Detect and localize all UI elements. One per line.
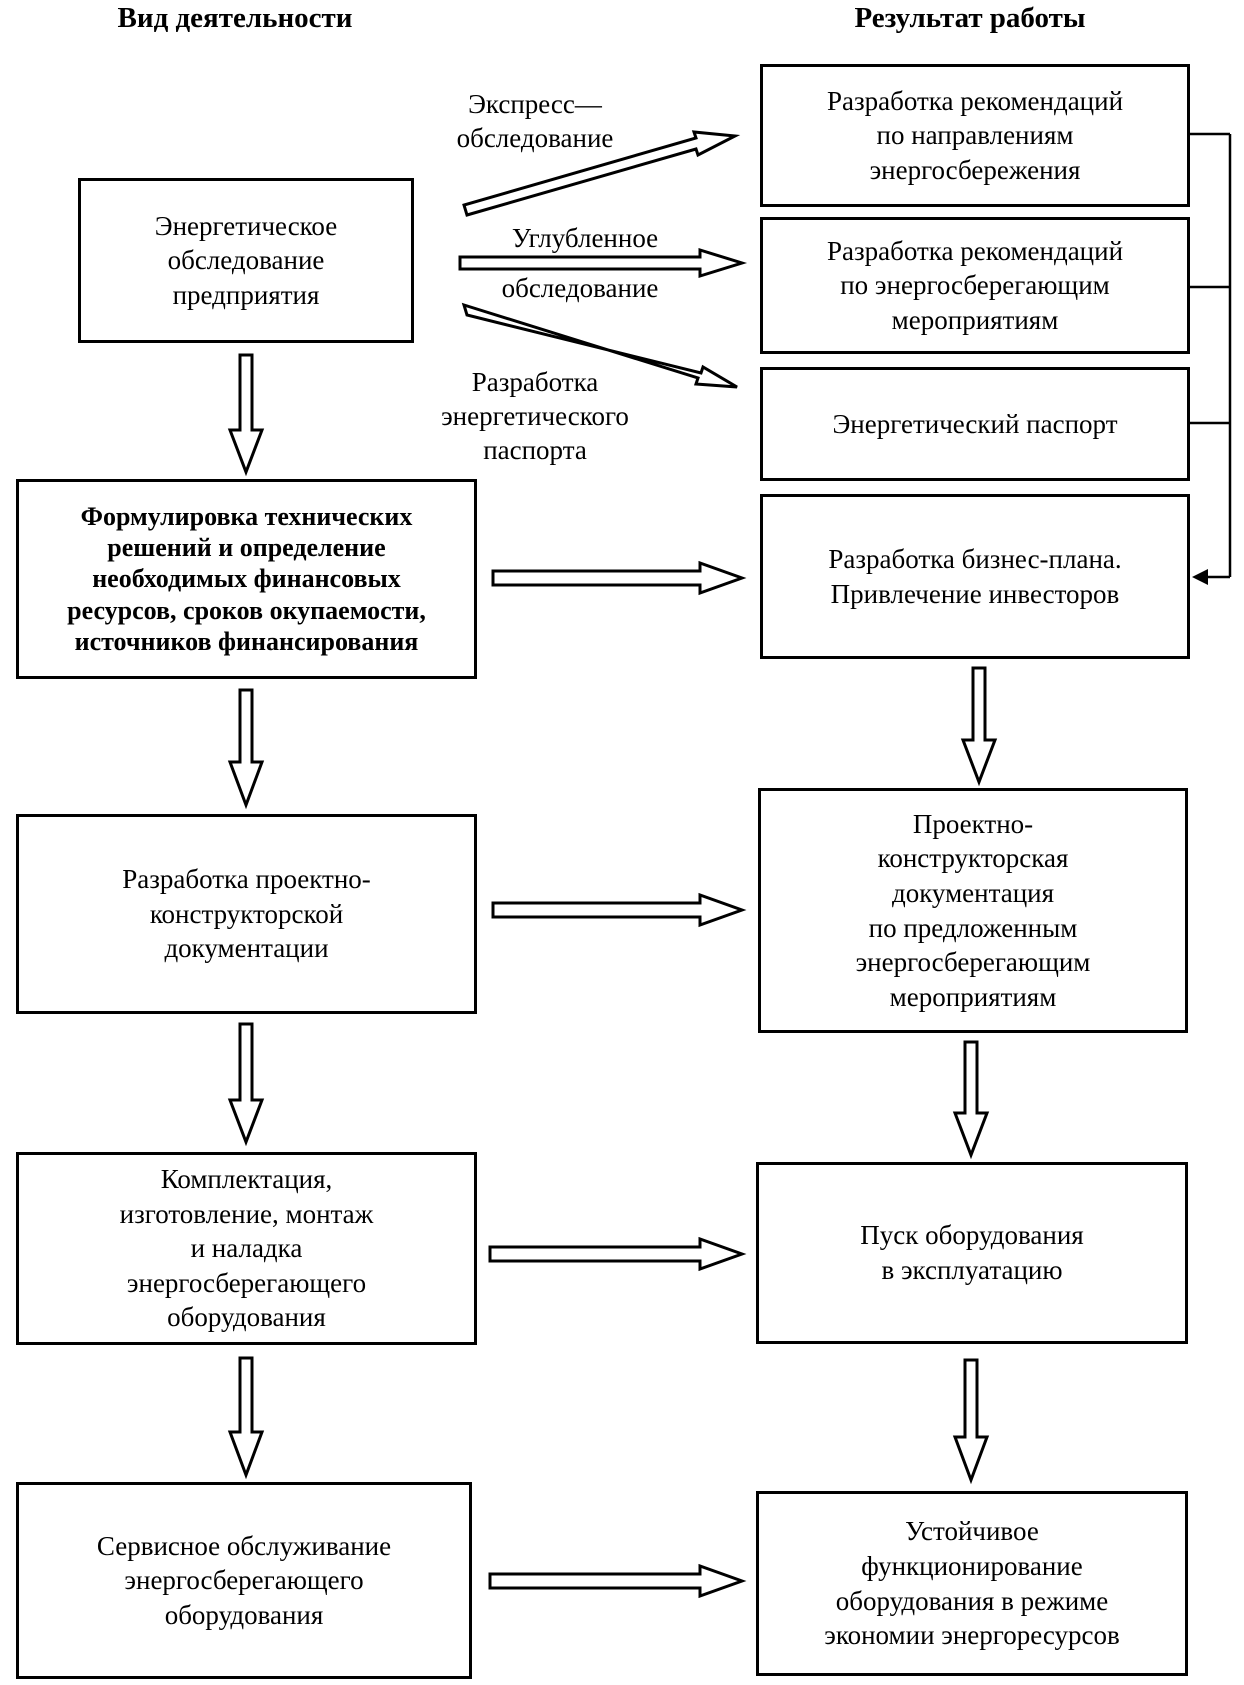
header-activity: Вид деятельности <box>117 2 353 34</box>
result-equipment-launch: Пуск оборудования в эксплуатацию <box>756 1162 1188 1344</box>
result-recommendations-measures: Разработка рекомендаций по энергосберега… <box>760 217 1190 354</box>
arrow-v-left-3 <box>227 1022 265 1147</box>
bracket-connector <box>1190 132 1232 579</box>
arrow-v-right-2 <box>952 1040 990 1160</box>
arrow-h4 <box>488 1563 747 1599</box>
arrow-h1 <box>491 560 747 596</box>
activity-energy-audit: Энергетическое обследование предприятия <box>78 178 414 343</box>
arrow-passport <box>461 302 738 389</box>
activity-technical-solutions: Формулировка технических решений и опред… <box>16 479 477 679</box>
arrow-v-right-3 <box>952 1358 990 1485</box>
result-design-documentation: Проектно- конструкторская документация п… <box>758 788 1188 1033</box>
arrow-deep-survey <box>458 247 748 279</box>
label-deep-survey-2: обследование <box>501 273 659 303</box>
arrow-express-survey <box>462 130 741 217</box>
activity-assembly-installation: Комплектация, изготовление, монтаж и нал… <box>16 1152 477 1345</box>
label-deep-survey-1: Углубленное <box>511 223 659 253</box>
activity-design-development: Разработка проектно- конструкторской док… <box>16 814 477 1014</box>
label-express-survey: Экспресс— обследование <box>456 89 614 153</box>
arrow-h3 <box>488 1236 747 1272</box>
arrow-v-left-4 <box>227 1356 265 1480</box>
arrow-v-left-1 <box>227 353 265 477</box>
bracket-arrowhead <box>1192 569 1208 585</box>
arrow-v-right-1 <box>960 666 998 787</box>
result-energy-passport: Энергетический паспорт <box>760 367 1190 481</box>
arrow-v-left-2 <box>227 688 265 810</box>
arrow-h2 <box>491 892 747 928</box>
header-result: Результат работы <box>854 2 1086 34</box>
result-stable-operation: Устойчивое функционирование оборудования… <box>756 1491 1188 1676</box>
activity-service: Сервисное обслуживание энергосберегающег… <box>16 1482 472 1679</box>
label-passport-development: Разработка энергетического паспорта <box>441 367 629 465</box>
result-business-plan: Разработка бизнес-плана. Привлечение инв… <box>760 494 1190 659</box>
result-recommendations-directions: Разработка рекомендаций по направлениям … <box>760 64 1190 207</box>
